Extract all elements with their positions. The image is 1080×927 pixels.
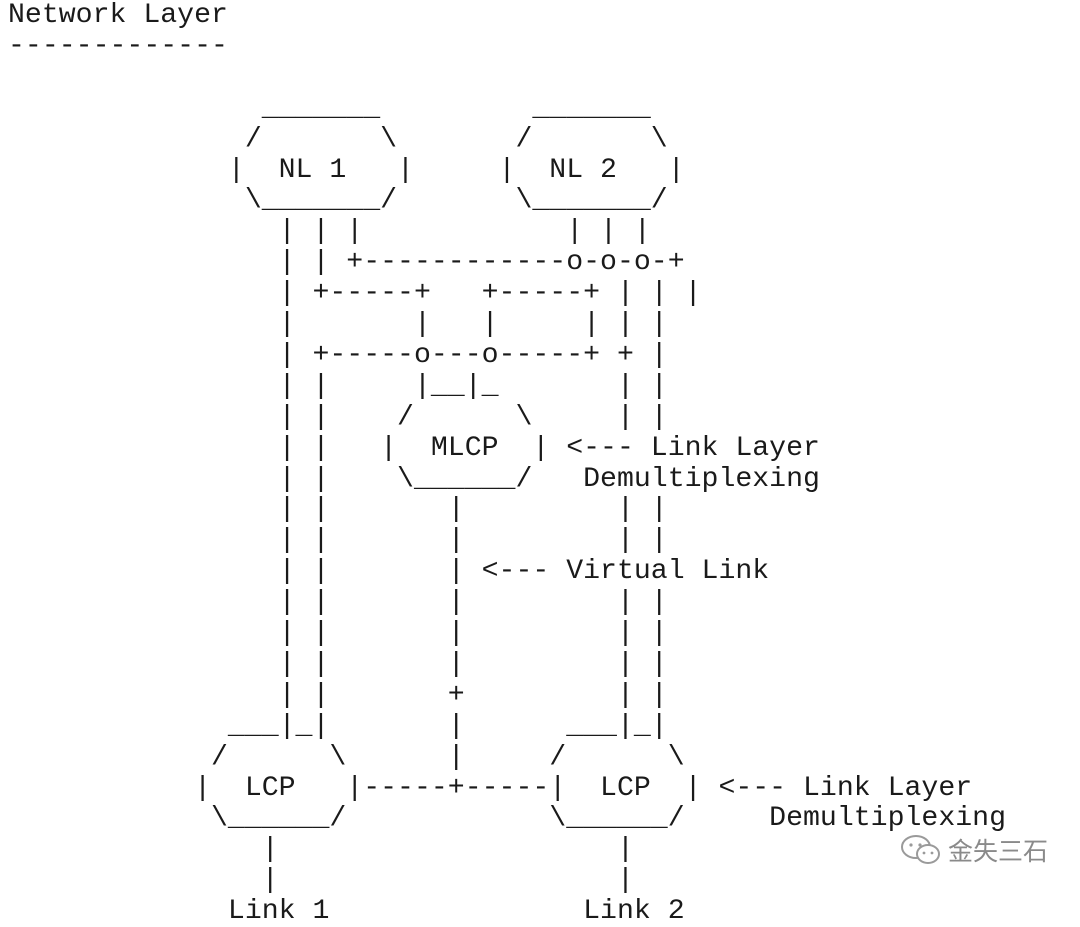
diagram-line: | | \______/ Demultiplexing — [8, 463, 820, 495]
diagram-line: | +-----+ +-----+ | | | — [8, 278, 702, 310]
diagram-line: | | | | | | — [8, 216, 651, 248]
diagram-line: | | | | | — [8, 494, 668, 526]
watermark: 金失三石 — [900, 832, 1048, 868]
watermark-text: 金失三石 — [947, 837, 1048, 866]
diagram-line: | | + | | — [8, 679, 668, 711]
diagram-line: | | | | | — [8, 618, 668, 649]
diagram-line: _______ _______ — [8, 92, 651, 124]
diagram-line: | | | | | — [8, 587, 668, 619]
diagram-title: Network Layer — [8, 0, 228, 31]
diagram-line: | | | | | — [8, 525, 668, 557]
title-underline: ------------- — [8, 30, 228, 62]
diagram-line: Link 1 Link 2 — [8, 896, 685, 927]
diagram-line: | | | <--- Virtual Link — [8, 556, 770, 588]
diagram-line: | | — [8, 865, 634, 897]
diagram-line: / \ / \ — [8, 123, 668, 155]
diagram-line: | | | | | — [8, 648, 668, 680]
diagram-line: \______/ \______/ Demultiplexing — [8, 803, 1006, 835]
diagram-line: \_______/ \_______/ — [8, 185, 668, 217]
diagram-line: | +-----o---o-----+ + | — [8, 339, 668, 371]
diagram-canvas: Network Layer------------- _______ _____… — [8, 0, 1006, 927]
diagram-line: | | | | | | — [8, 309, 668, 340]
diagram-line: | | |__|_ | | — [8, 370, 668, 402]
diagram-line: | | | MLCP | <--- Link Layer — [8, 432, 820, 464]
diagram-line: ___|_| | ___|_| — [8, 710, 668, 742]
diagram-line: | LCP |-----+-----| LCP | <--- Link Laye… — [8, 772, 973, 804]
diagram-line: | NL 1 | | NL 2 | — [8, 154, 685, 186]
diagram-line: / \ | / \ — [8, 741, 685, 773]
diagram-line: | | — [8, 834, 634, 866]
diagram-line: | | +------------o-o-o-+ — [8, 247, 685, 279]
wechat-icon — [900, 835, 940, 864]
diagram-line: | | / \ | | — [8, 401, 668, 433]
